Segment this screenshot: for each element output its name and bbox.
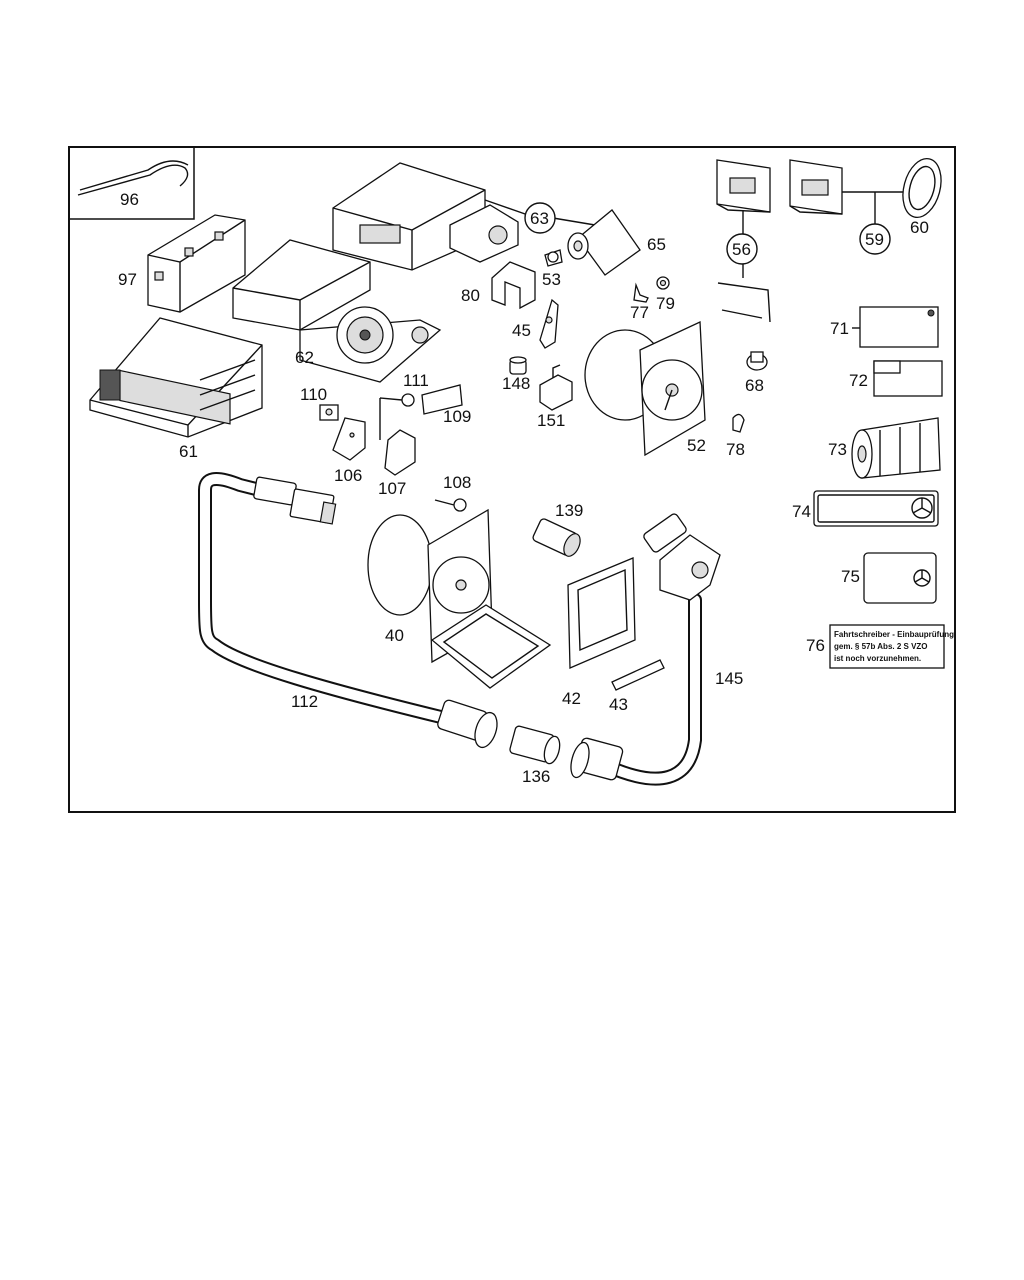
part-107-bracket bbox=[384, 429, 416, 476]
part-40-instrument bbox=[367, 508, 552, 689]
label-151: 151 bbox=[537, 411, 565, 430]
label-73: 73 bbox=[828, 440, 847, 459]
part-60-chart-disc bbox=[902, 158, 942, 218]
part-80-bracket-clip bbox=[491, 261, 536, 310]
label-108: 108 bbox=[443, 473, 471, 492]
part-42-frame bbox=[567, 557, 636, 669]
diagram-frame bbox=[68, 146, 956, 813]
part-97-mounting-frame bbox=[147, 214, 246, 313]
part-111-screw bbox=[379, 393, 415, 440]
label-52: 52 bbox=[687, 436, 706, 455]
part-108-screw bbox=[434, 498, 467, 512]
label-97: 97 bbox=[118, 270, 137, 289]
sticker-76-line3: ist noch vorzunehmen. bbox=[834, 654, 921, 663]
part-78-clip bbox=[732, 413, 745, 433]
callout-circle-59 bbox=[859, 223, 891, 255]
callout-circle-63 bbox=[524, 202, 556, 234]
part-62-housing bbox=[232, 239, 442, 383]
label-79: 79 bbox=[656, 294, 675, 313]
label-148: 148 bbox=[502, 374, 530, 393]
label-75: 75 bbox=[841, 567, 860, 586]
label-63: 63 bbox=[530, 209, 549, 228]
label-112: 112 bbox=[291, 692, 318, 711]
part-68-button bbox=[746, 351, 768, 371]
label-59: 59 bbox=[865, 230, 884, 249]
sticker-76-line2: gem. § 57b Abs. 2 S VZO bbox=[834, 642, 928, 651]
part-76-sticker: Fahrtschreiber - Einbauprüfung gem. § 57… bbox=[829, 624, 954, 669]
label-65: 65 bbox=[647, 235, 666, 254]
part-148-cap bbox=[509, 356, 527, 375]
label-109: 109 bbox=[443, 407, 471, 426]
label-80: 80 bbox=[461, 286, 480, 305]
part-106-bracket bbox=[332, 417, 366, 461]
part-79-ring bbox=[656, 276, 670, 290]
part-56-booklet bbox=[716, 159, 771, 323]
label-72: 72 bbox=[849, 371, 868, 390]
part-73-label-roll bbox=[851, 417, 941, 479]
label-106: 106 bbox=[334, 466, 362, 485]
part-53-bolt bbox=[544, 249, 563, 267]
label-110: 110 bbox=[300, 385, 327, 404]
label-71: 71 bbox=[830, 319, 849, 338]
part-136-adapter bbox=[509, 725, 561, 765]
label-60: 60 bbox=[910, 218, 929, 237]
label-43: 43 bbox=[609, 695, 628, 714]
part-63-tachograph-top bbox=[332, 162, 529, 271]
part-112-cable bbox=[198, 472, 498, 749]
label-40: 40 bbox=[385, 626, 404, 645]
inset-box-96 bbox=[68, 146, 195, 220]
part-52-instrument bbox=[584, 321, 706, 457]
label-111: 111 bbox=[403, 371, 429, 390]
part-145-cable bbox=[570, 513, 721, 786]
label-96: 96 bbox=[120, 190, 139, 209]
part-110-plate bbox=[319, 404, 339, 421]
callout-circle-56 bbox=[726, 233, 758, 265]
part-43-strip bbox=[611, 659, 665, 691]
part-96-hook bbox=[77, 160, 189, 196]
label-53: 53 bbox=[542, 270, 561, 289]
label-74: 74 bbox=[792, 502, 811, 521]
part-77-clip bbox=[633, 282, 649, 303]
part-61-tachograph-unit bbox=[89, 317, 263, 438]
part-59-booklet bbox=[789, 159, 908, 224]
label-56: 56 bbox=[732, 240, 751, 259]
part-151-switch bbox=[539, 364, 573, 411]
part-65-paper-roll bbox=[567, 209, 641, 276]
part-109-strip bbox=[421, 384, 463, 415]
label-61: 61 bbox=[179, 442, 198, 461]
label-68: 68 bbox=[745, 376, 764, 395]
sticker-76-line1: Fahrtschreiber - Einbauprüfung bbox=[834, 630, 954, 639]
part-75-plate bbox=[863, 552, 937, 604]
label-77: 77 bbox=[630, 303, 649, 322]
label-78: 78 bbox=[726, 440, 745, 459]
leader-63-65 bbox=[552, 217, 596, 226]
label-145: 145 bbox=[715, 669, 743, 688]
label-76: 76 bbox=[806, 636, 825, 655]
label-42: 42 bbox=[562, 689, 581, 708]
part-71-label bbox=[859, 306, 939, 348]
part-74-plate bbox=[813, 490, 939, 527]
part-45-lever bbox=[539, 298, 559, 349]
part-139-connector bbox=[532, 518, 581, 557]
label-136: 136 bbox=[522, 767, 550, 786]
label-107: 107 bbox=[378, 479, 406, 498]
label-139: 139 bbox=[555, 501, 583, 520]
part-72-label bbox=[873, 360, 943, 397]
label-45: 45 bbox=[512, 321, 531, 340]
label-62: 62 bbox=[295, 348, 314, 367]
